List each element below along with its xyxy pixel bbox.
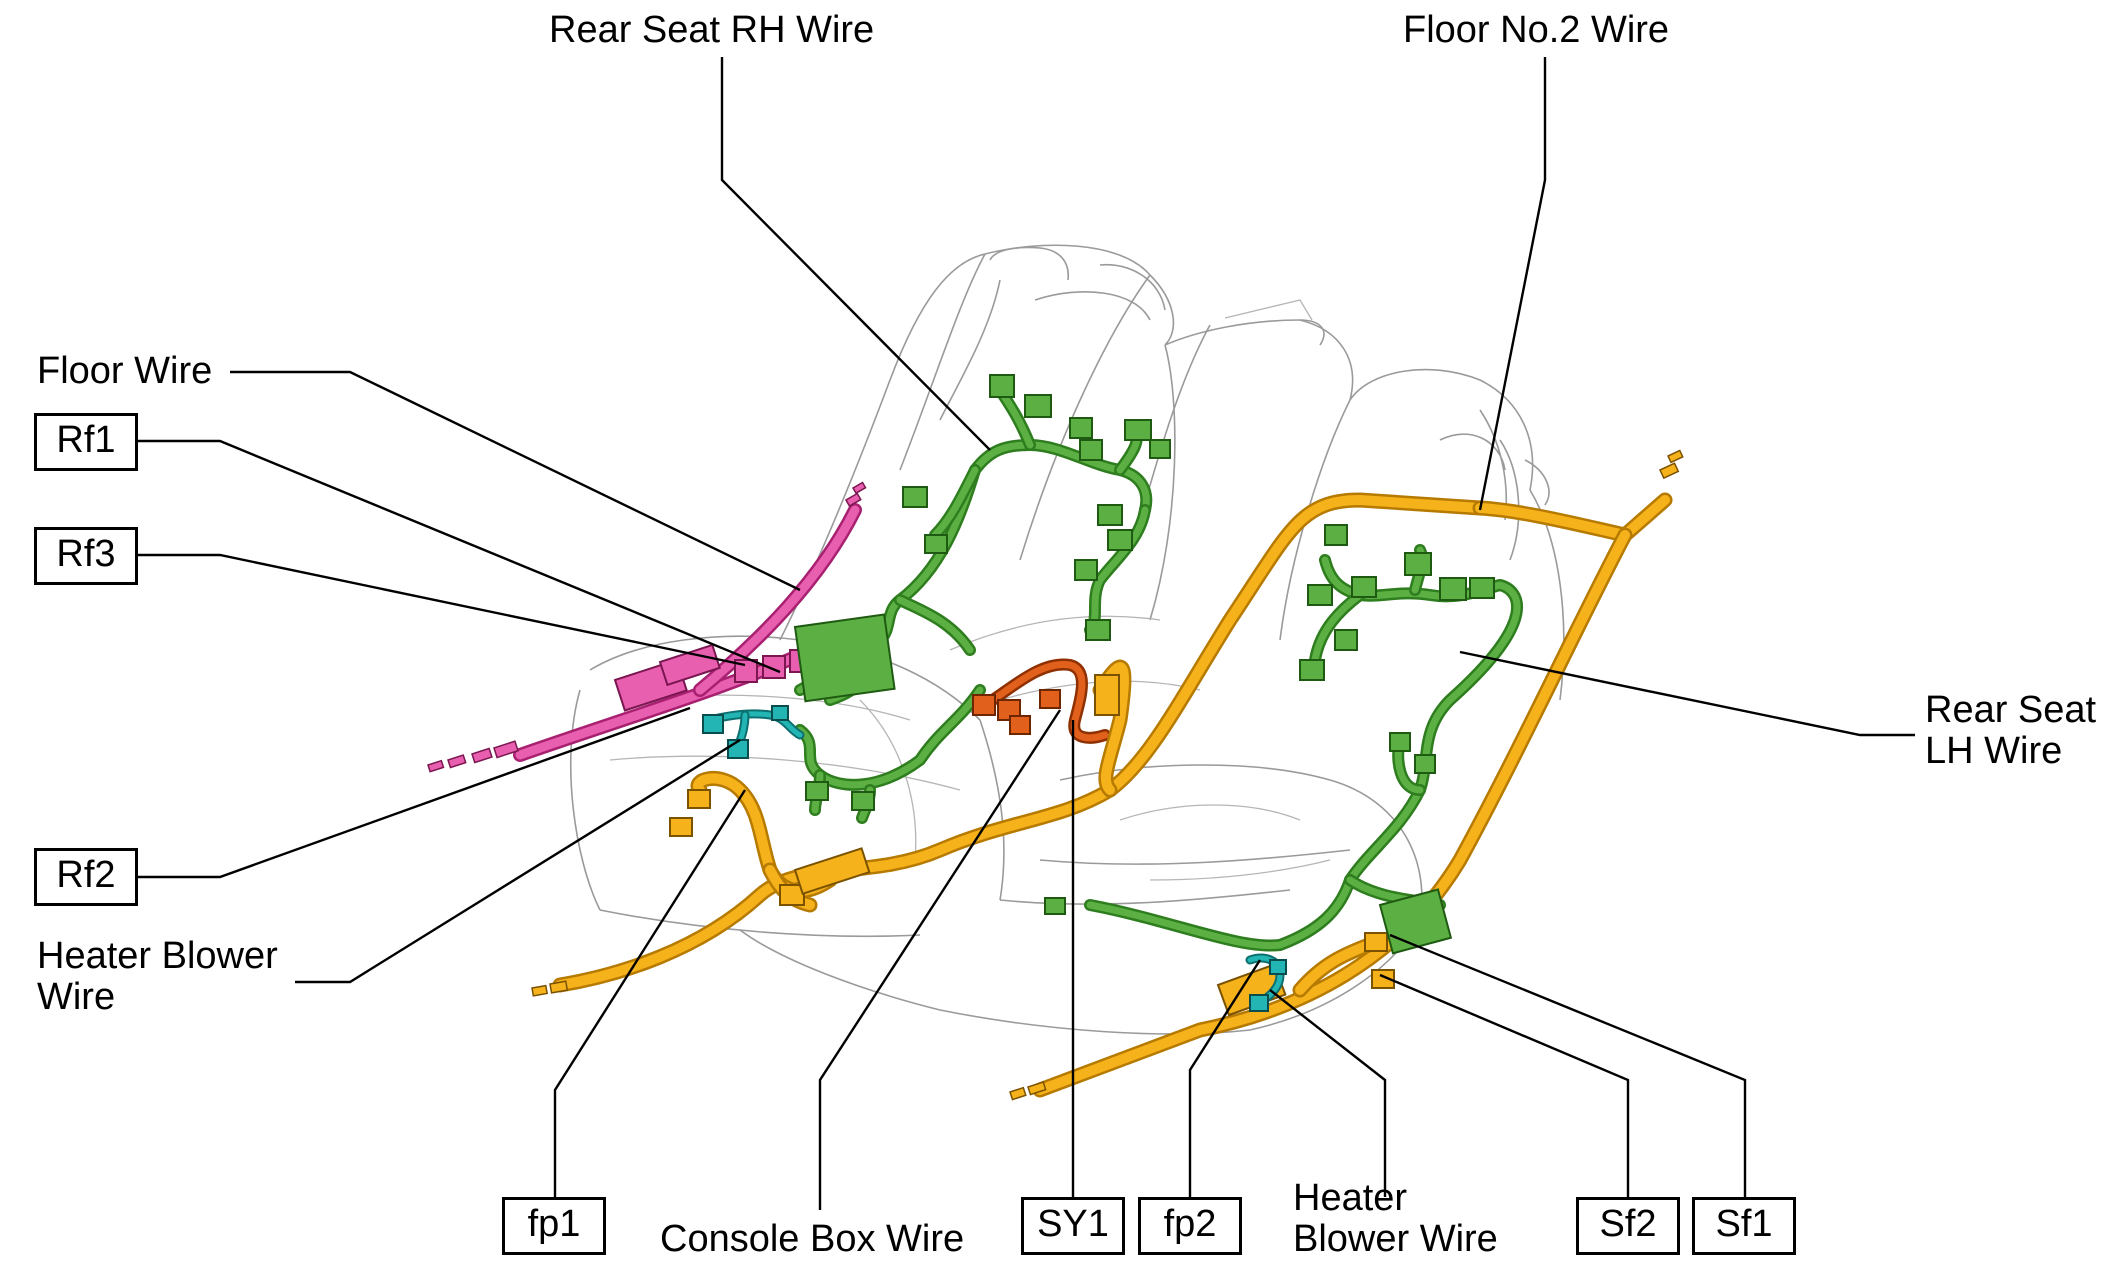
connector-fp1-box: fp1: [502, 1197, 606, 1255]
floor-no2-wire-label: Floor No.2 Wire: [1403, 9, 1670, 51]
console-box-wire-harness: [972, 658, 1111, 744]
rear-seat-lh-wire-label-line2: LH Wire: [1925, 730, 2063, 772]
rear-seat-rh-wire-label: Rear Seat RH Wire: [549, 9, 875, 51]
heater-blower-wire-left-label-line1: Heater Blower: [37, 935, 278, 977]
console-box-wire-label: Console Box Wire: [660, 1218, 965, 1260]
floor-no2-wire-harness: [531, 449, 1684, 1101]
connector-fp2-box: fp2: [1138, 1197, 1242, 1255]
heater-blower-wire-left-harness: [702, 705, 805, 759]
rear-seat-outline: [569, 244, 1565, 1035]
heater-blower-wire-right-label-line2: Blower Wire: [1293, 1218, 1498, 1260]
floor-wire-label: Floor Wire: [37, 350, 213, 392]
connector-rf2-box: Rf2: [34, 848, 138, 906]
rear-seat-lh-wire-harness: [1044, 524, 1524, 955]
rear-seat-lh-wire-label-line1: Rear Seat: [1925, 689, 2097, 731]
heater-blower-wire-right-harness: [1245, 953, 1287, 1012]
connector-rf3-box: Rf3: [34, 527, 138, 585]
connector-sy1-box: SY1: [1021, 1197, 1125, 1255]
connector-rf1-box: Rf1: [34, 413, 138, 471]
rear-seat-rh-wire-harness: [793, 374, 1171, 824]
connector-sf1-box: Sf1: [1692, 1197, 1796, 1255]
heater-blower-wire-right-label-line1: Heater: [1293, 1177, 1408, 1219]
floor-wire-harness: [427, 481, 867, 773]
heater-blower-wire-left-label-line2: Wire: [37, 976, 116, 1018]
connector-sf2-box: Sf2: [1576, 1197, 1680, 1255]
leader-lines: [136, 57, 1915, 1210]
